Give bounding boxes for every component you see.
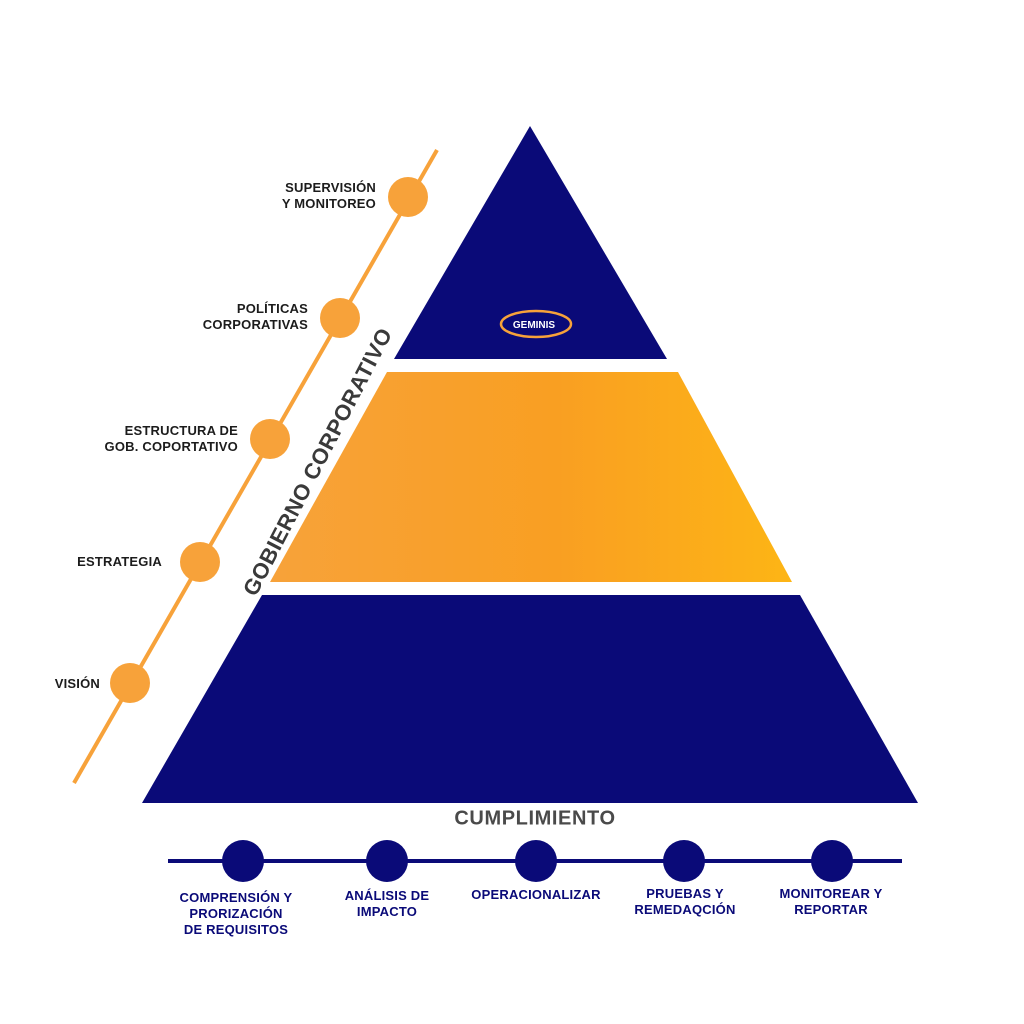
milestone-label-vision: VISIÓN [55,676,100,692]
step-label-line: OPERACIONALIZAR [471,887,601,902]
governance-axis-dots [110,177,428,703]
milestone-dot-supervision [388,177,428,217]
step-dot-monitorear [811,840,853,882]
milestone-dot-politicas [320,298,360,338]
compliance-timeline-dots [222,840,853,882]
logo-text: GEMINIS [513,320,556,331]
step-dot-pruebas [663,840,705,882]
milestone-label-line: ESTRATEGIA [77,554,162,569]
milestone-dot-estrategia [180,542,220,582]
milestone-label-line: Y MONITOREO [281,196,376,211]
step-label-comprension: COMPRENSIÓN Y PRORIZACIÓN DE REQUISITOS [161,890,311,938]
pyramid-middle-tier [270,372,792,582]
logo-ring [499,309,573,339]
milestone-label-line: VISIÓN [54,676,100,691]
milestone-label-line: POLÍTICAS [236,301,308,316]
step-dot-operacionalizar [515,840,557,882]
geminis-logo: GEMINIS [499,309,573,339]
step-label-line: REMEDAQCIÓN [634,902,736,917]
step-dot-analisis [366,840,408,882]
compliance-title: CUMPLIMIENTO [454,807,616,830]
milestone-dot-estructura [250,419,290,459]
step-label-monitorear: MONITOREAR Y REPORTAR [756,886,906,918]
step-label-line: IMPACTO [356,904,418,919]
milestone-label-line: GOB. COPORTATIVO [104,439,238,454]
milestone-dot-vision [110,663,150,703]
pyramid-top-tier [394,126,667,359]
step-label-line: PRUEBAS Y [646,886,724,901]
pyramid-bottom-tier [142,595,918,803]
milestone-label-line: SUPERVISIÓN [285,180,376,195]
step-label-line: ANÁLISIS DE [344,888,430,903]
milestone-label-estrategia: ESTRATEGIA [77,554,162,570]
step-label-line: REPORTAR [794,902,868,917]
step-label-line: DE REQUISITOS [183,922,289,937]
step-label-line: PRORIZACIÓN [189,906,283,921]
step-label-operacionalizar: OPERACIONALIZAR [461,887,611,903]
step-label-line: MONITOREAR Y [779,886,883,901]
milestone-label-politicas: POLÍTICAS CORPORATIVAS [203,301,308,333]
step-dot-comprension [222,840,264,882]
step-label-pruebas: PRUEBAS Y REMEDAQCIÓN [610,886,760,918]
step-label-analisis: ANÁLISIS DE IMPACTO [312,888,462,920]
milestone-label-supervision: SUPERVISIÓN Y MONITOREO [282,180,376,212]
milestone-label-estructura: ESTRUCTURA DE GOB. COPORTATIVO [105,423,238,455]
milestone-label-line: ESTRUCTURA DE [124,423,238,438]
step-label-line: COMPRENSIÓN Y [179,890,293,905]
milestone-label-line: CORPORATIVAS [202,317,308,332]
